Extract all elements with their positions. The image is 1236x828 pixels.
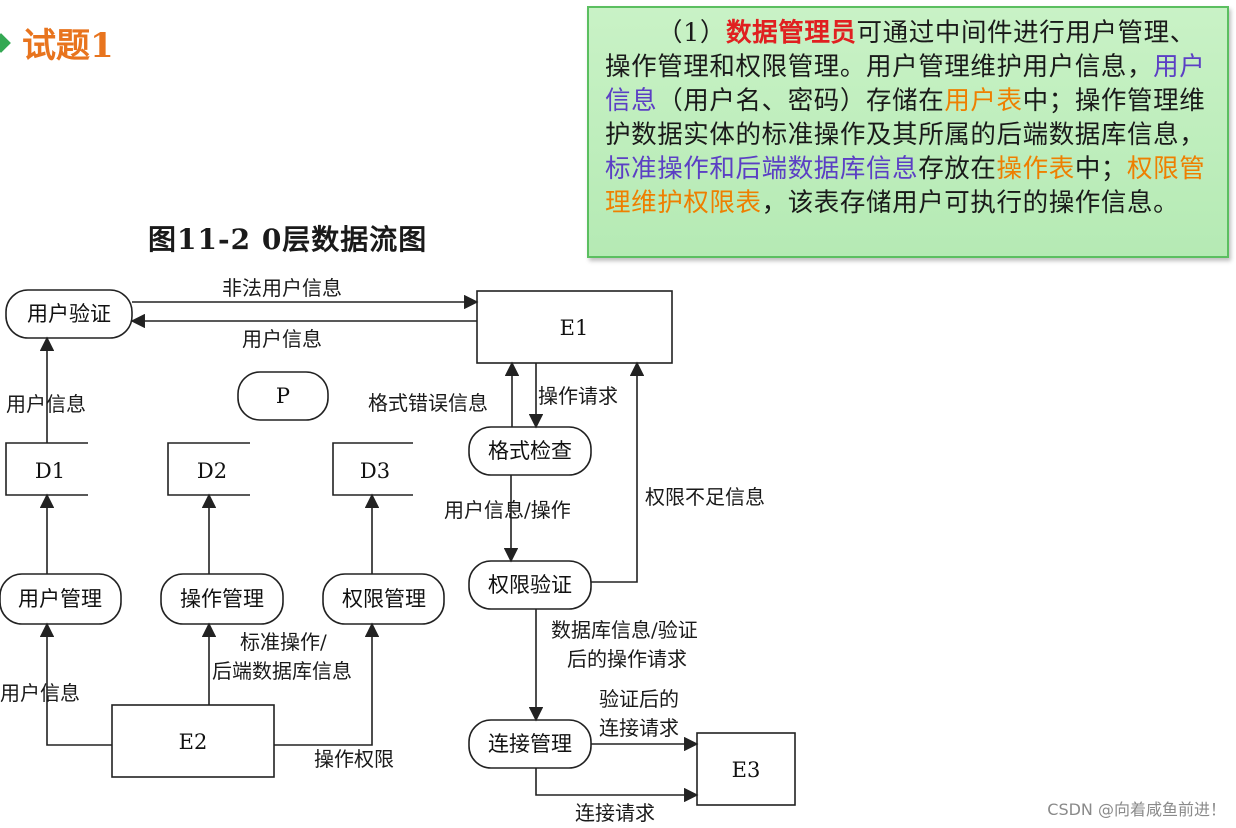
flow-label-verified-conn-2: 连接请求 [599, 716, 679, 740]
note-highlight-perm-table: 权限管理维护权限表 [605, 154, 1206, 218]
slide-title-text: 试题1 [22, 26, 114, 66]
process-perm-mgmt [322, 573, 445, 625]
node-label-e1: E1 [560, 316, 589, 340]
flow-label-user-info-e2: 用户信息 [0, 681, 80, 705]
note-highlight-user-info: 用户信息 [605, 52, 1206, 116]
flow-label-user-info-e1: 用户信息 [242, 327, 322, 351]
node-label-user-mgmt: 用户管理 [18, 587, 102, 611]
note-highlight-data-admin: 数据管理员 [726, 18, 857, 48]
note-text: 可通过中间件进行用户管理、操作管理和权限管理。用户管理维护用户信息， [605, 18, 1196, 82]
flow-arrow-conn-request [535, 768, 699, 803]
slide-title: 试题1 [0, 18, 114, 67]
node-label-d3: D3 [360, 459, 390, 483]
flow-arrow-e2-user-mgmt [39, 622, 112, 746]
flow-label-user-info-op: 用户信息/操作 [444, 498, 571, 522]
node-label-perm-verify: 权限验证 [488, 573, 572, 597]
flow-label-op-permission: 操作权限 [314, 747, 394, 771]
node-label-format-check: 格式检查 [488, 439, 572, 463]
node-label-e3: E3 [732, 758, 761, 782]
node-label-conn-mgmt: 连接管理 [488, 732, 572, 756]
entity-e2 [111, 704, 275, 778]
note-highlight-user-table: 用户表 [944, 86, 1023, 116]
diagram-title: 图11-2 0层数据流图 [148, 223, 428, 256]
flow-label-user-info-d1: 用户信息 [6, 392, 86, 416]
note-text: 存放在 [918, 154, 997, 184]
flow-label-conn-request: 连接请求 [575, 801, 655, 825]
note-text: 中；操作管理维护数据实体的标准操作及其所属的后端数据库信息， [605, 86, 1206, 150]
flow-label-insufficient-perm: 权限不足信息 [645, 485, 765, 509]
note-highlight-standard-ops: 标准操作和后端数据库信息 [605, 154, 919, 184]
note-highlight-op-table: 操作表 [996, 154, 1075, 184]
flow-arrow-e2-perm-mgmt [274, 622, 380, 746]
note-text: （用户名、密码）存储在 [657, 86, 945, 116]
flow-label-db-info-1: 数据库信息/验证 [551, 618, 698, 642]
node-label-op-mgmt: 操作管理 [180, 587, 264, 611]
node-label-d1: D1 [35, 459, 65, 483]
entity-e1 [476, 290, 673, 364]
process-user-mgmt [0, 573, 122, 625]
node-label-user-verify: 用户验证 [27, 302, 111, 326]
flow-label-standard-op-2: 后端数据库信息 [212, 659, 352, 683]
process-perm-verify [468, 560, 592, 610]
flow-arrow-insufficient-perm [591, 361, 645, 583]
entity-e3 [696, 732, 796, 806]
note-text: 中； [1074, 154, 1128, 184]
node-label-perm-mgmt: 权限管理 [342, 587, 426, 611]
flow-label-op-request: 操作请求 [538, 384, 618, 408]
flow-label-db-info-2: 后的操作请求 [567, 647, 687, 671]
flow-label-verified-conn-1: 验证后的 [599, 687, 679, 711]
node-label-d2: D2 [197, 459, 227, 483]
explanation-note: （1）数据管理员可通过中间件进行用户管理、操作管理和权限管理。用户管理维护用户信… [587, 6, 1229, 258]
note-text: ，该表存储用户可执行的操作信息。 [761, 188, 1180, 218]
flow-label-format-error: 格式错误信息 [368, 391, 488, 415]
node-label-e2: E2 [179, 730, 208, 754]
flow-label-standard-op-1: 标准操作/ [240, 630, 327, 654]
watermark: CSDN @向着咸鱼前进！ [1047, 800, 1226, 819]
node-label-p: P [276, 384, 290, 408]
note-text: （1） [657, 18, 727, 48]
process-p [237, 371, 329, 421]
process-op-mgmt [160, 573, 284, 625]
flow-label-illegal-user-info: 非法用户信息 [222, 276, 342, 300]
